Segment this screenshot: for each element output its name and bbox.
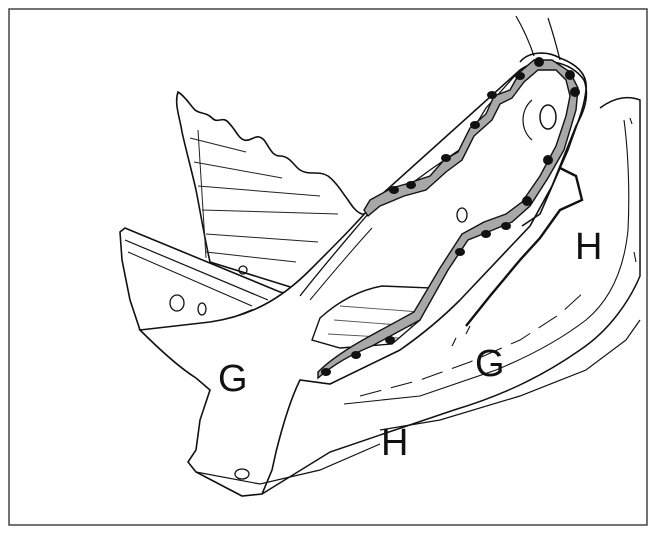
- weld-spot: [470, 121, 480, 129]
- label-h-top: H: [575, 226, 602, 268]
- upper-ridge: [299, 69, 521, 297]
- rear-panel: [175, 90, 371, 291]
- rail-hole-middle: [456, 207, 468, 223]
- weld-spot: [570, 87, 580, 97]
- h-panel-edge: [465, 166, 584, 327]
- label-g-right: G: [475, 343, 505, 385]
- weld-spot: [389, 186, 399, 194]
- weld-spot: [455, 248, 465, 256]
- outer-side-panel: [261, 96, 641, 495]
- weld-spot: [321, 368, 331, 376]
- weld-spot: [385, 336, 395, 344]
- h-panel-base: [195, 443, 381, 485]
- inner-recess: [311, 285, 433, 349]
- upper-ridge-inner: [309, 227, 373, 301]
- weld-spot: [543, 155, 553, 165]
- weld-spot: [351, 351, 361, 359]
- rail-opening-shadow: [522, 99, 533, 141]
- rear-panel-ribs: [189, 129, 339, 263]
- rear-panel-hole: [238, 265, 248, 275]
- label-h-bottom: H: [381, 422, 408, 464]
- upper-strap: [515, 15, 561, 61]
- front-flange: [519, 52, 587, 227]
- weld-spot: [515, 72, 525, 80]
- bracket-hole-large: [169, 294, 185, 312]
- weld-spot: [441, 154, 451, 162]
- panel-dashed-line: [359, 289, 587, 397]
- weld-spot: [522, 196, 532, 206]
- sealing-seam: [317, 59, 579, 380]
- weld-spot: [481, 230, 491, 238]
- left-bracket-edge-inner: [127, 251, 253, 307]
- panel-notch: [451, 325, 471, 347]
- weld-spot-row: [321, 57, 580, 376]
- weld-spot: [565, 70, 575, 80]
- label-g-left: G: [218, 358, 248, 400]
- outer-side-panel-inner: [343, 119, 630, 405]
- rail-opening-large: [539, 104, 557, 130]
- weld-spot: [406, 181, 416, 189]
- weld-spot: [487, 91, 497, 99]
- bracket-hole-small: [197, 302, 207, 316]
- weld-spot: [501, 222, 511, 230]
- weld-spot: [534, 57, 544, 67]
- base-hole: [234, 468, 250, 480]
- border-frame: [8, 8, 648, 526]
- h-panel-lower-edge: [379, 319, 641, 431]
- left-bracket-edge: [124, 239, 269, 301]
- panel-tick-marks: [629, 117, 637, 263]
